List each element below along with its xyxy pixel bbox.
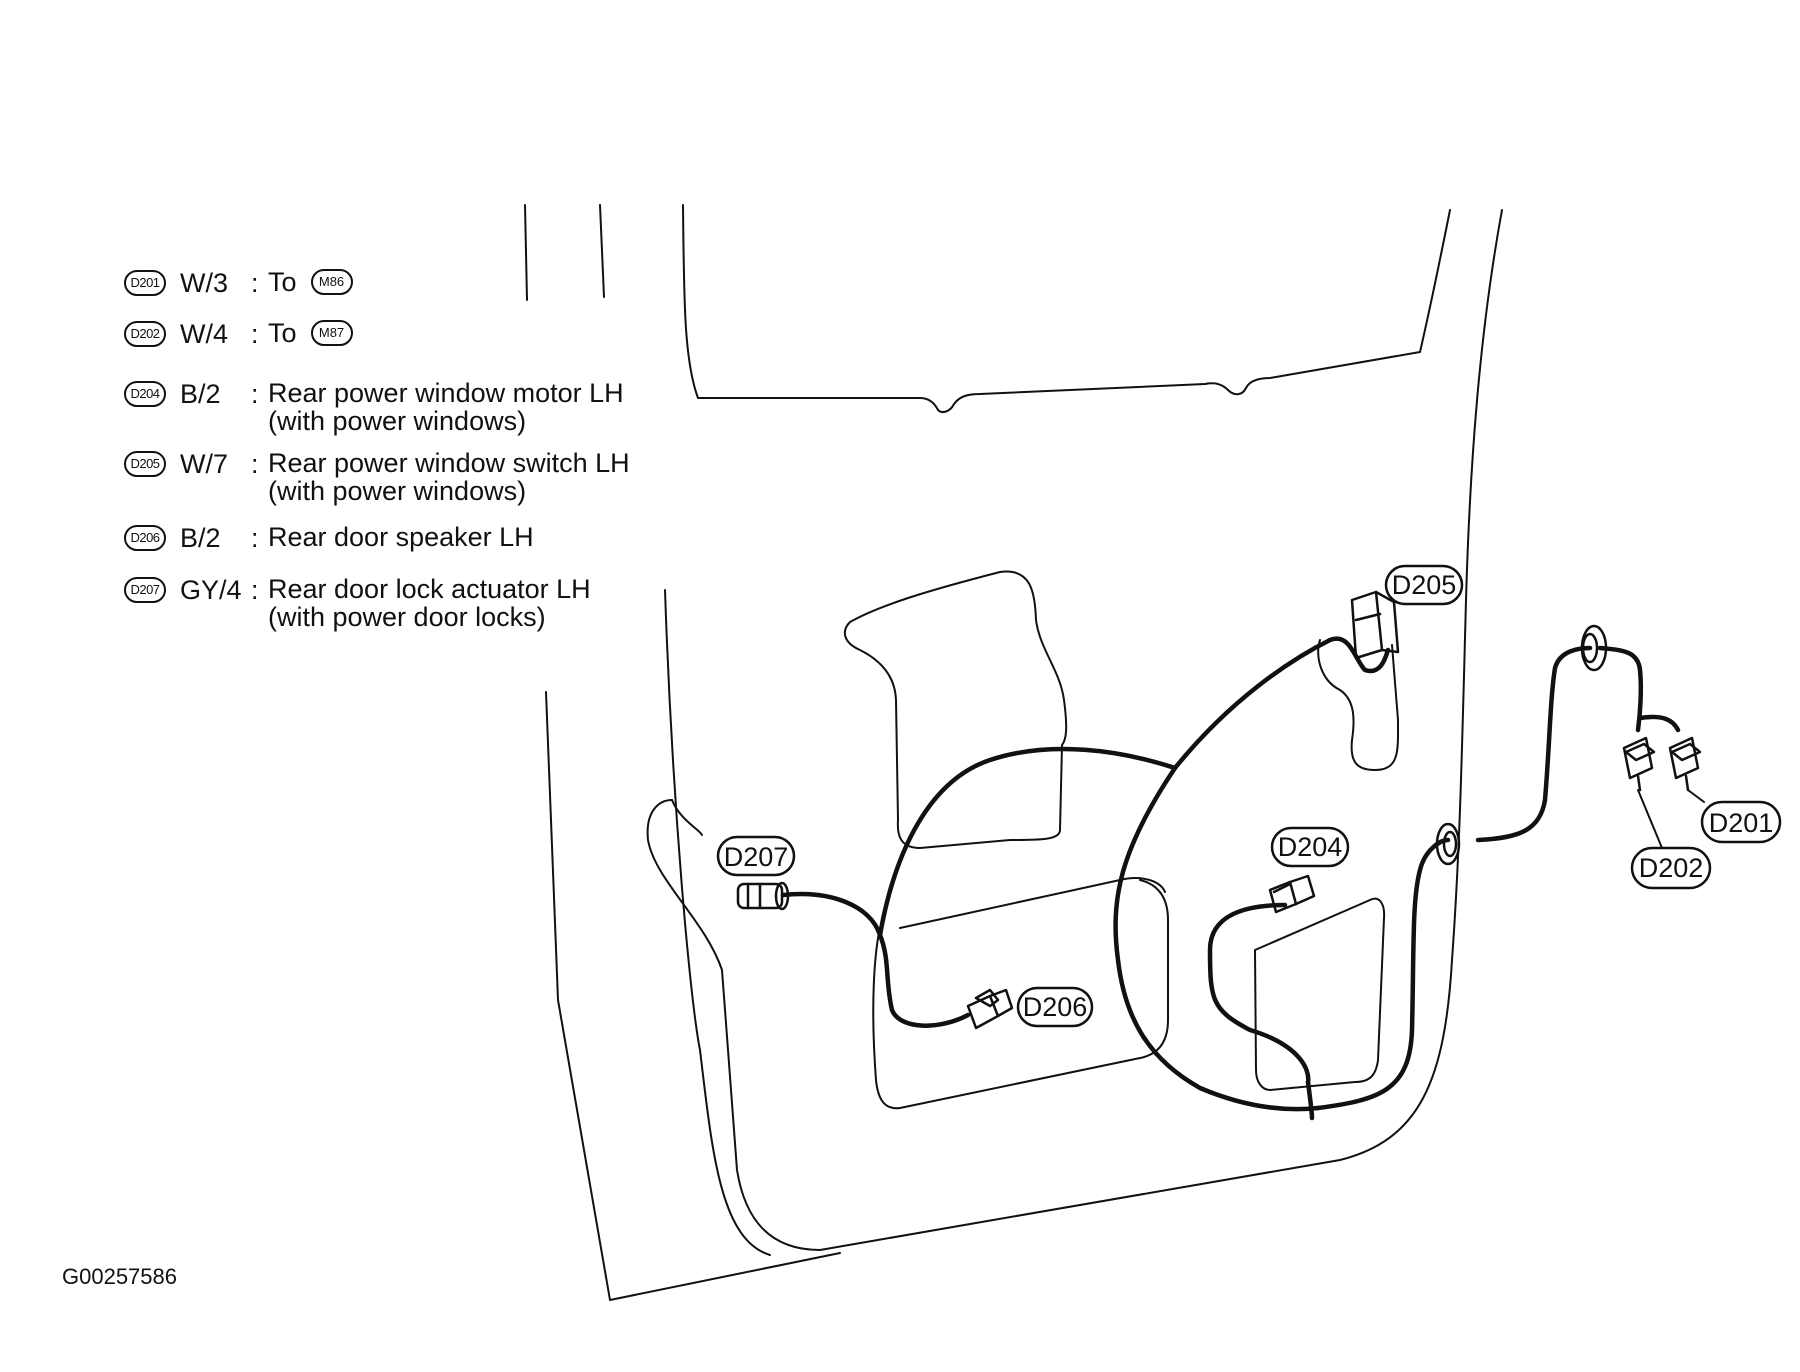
description-line: (with power windows) [268, 406, 527, 436]
wire-code: GY/4 [180, 575, 242, 605]
callout-d206-text: D206 [1023, 992, 1088, 1022]
connector-badge: D201 [124, 270, 166, 296]
legend-colon: : [251, 379, 259, 409]
legend-row-d202: D202 W/4 : To M87 [124, 319, 684, 379]
legend-colon: : [251, 523, 259, 553]
wire-code: W/4 [180, 319, 229, 349]
callout-d204: D204 [1270, 826, 1350, 868]
legend-row-d206: D206 B/2 : Rear door speaker LH [124, 523, 684, 583]
callout-leader-lines [1637, 789, 1705, 849]
connector-badge: D202 [124, 321, 166, 347]
description-line: Rear door lock actuator LH [268, 574, 591, 604]
callout-d206: D206 [1016, 986, 1094, 1028]
description-line: Rear power window switch LH [268, 448, 630, 478]
legend-row-d205: D205 W/7 : Rear power window switch LH (… [124, 449, 684, 509]
wire-code: B/2 [180, 379, 221, 409]
legend-description: Rear door speaker LH [268, 523, 534, 551]
legend-row-d201: D201 W/3 : To M86 [124, 268, 684, 328]
description-line: (with power door locks) [268, 602, 546, 632]
legend-colon: : [251, 449, 259, 479]
d201-connector-icon [1668, 736, 1702, 792]
description-text: To [268, 267, 297, 297]
connector-badge: D204 [124, 381, 166, 407]
switch-pocket-outline [1317, 639, 1400, 771]
description-line: Rear power window motor LH [268, 378, 624, 408]
callout-d207-text: D207 [724, 842, 789, 872]
connector-badge: D205 [124, 451, 166, 477]
d204-connector-icon [1268, 874, 1316, 914]
legend-description: Rear door lock actuator LH (with power d… [268, 575, 591, 631]
door-grommet-icon [1435, 822, 1461, 866]
callout-d202: D202 [1630, 846, 1712, 890]
callout-d205: D205 [1384, 564, 1464, 606]
callout-d207: D207 [716, 835, 796, 877]
legend-description: Rear power window motor LH (with power w… [268, 379, 624, 435]
callout-d205-text: D205 [1392, 570, 1457, 600]
callout-d201-text: D201 [1709, 808, 1774, 838]
connector-badge: D206 [124, 525, 166, 551]
body-grommet-icon [1580, 624, 1608, 672]
legend-description: Rear power window switch LH (with power … [268, 449, 630, 505]
callout-d204-text: D204 [1278, 832, 1343, 862]
legend-row-d204: D204 B/2 : Rear power window motor LH (w… [124, 379, 684, 439]
legend-row-d207: D207 GY/4 : Rear door lock actuator LH (… [124, 575, 684, 635]
connector-badge: D207 [124, 577, 166, 603]
description-line: (with power windows) [268, 476, 527, 506]
target-connector-badge: M86 [310, 268, 353, 295]
callout-d201: D201 [1700, 800, 1782, 844]
legend-description: To M87 [268, 319, 353, 348]
legend-description: To M86 [268, 268, 353, 297]
description-line: Rear door speaker LH [268, 522, 534, 552]
d205-connector-icon [1350, 590, 1400, 660]
d206-connector-icon [966, 988, 1014, 1030]
description-text: To [268, 318, 297, 348]
legend-colon: : [251, 319, 259, 349]
legend-colon: : [251, 575, 259, 605]
d207-connector-icon [736, 881, 790, 911]
figure-id: G00257586 [62, 1264, 177, 1289]
wire-code: B/2 [180, 523, 221, 553]
legend-colon: : [251, 268, 259, 298]
wire-code: W/7 [180, 449, 229, 479]
target-connector-badge: M87 [310, 319, 353, 346]
wiring-harness [780, 636, 1681, 1121]
d202-connector-icon [1622, 736, 1656, 792]
window-motor-bracket-outline [1254, 897, 1386, 1091]
callout-d202-text: D202 [1639, 853, 1704, 883]
door-frame-outline [524, 204, 1503, 1301]
wire-code: W/3 [180, 268, 229, 298]
speaker-pocket-outline [843, 570, 1068, 849]
